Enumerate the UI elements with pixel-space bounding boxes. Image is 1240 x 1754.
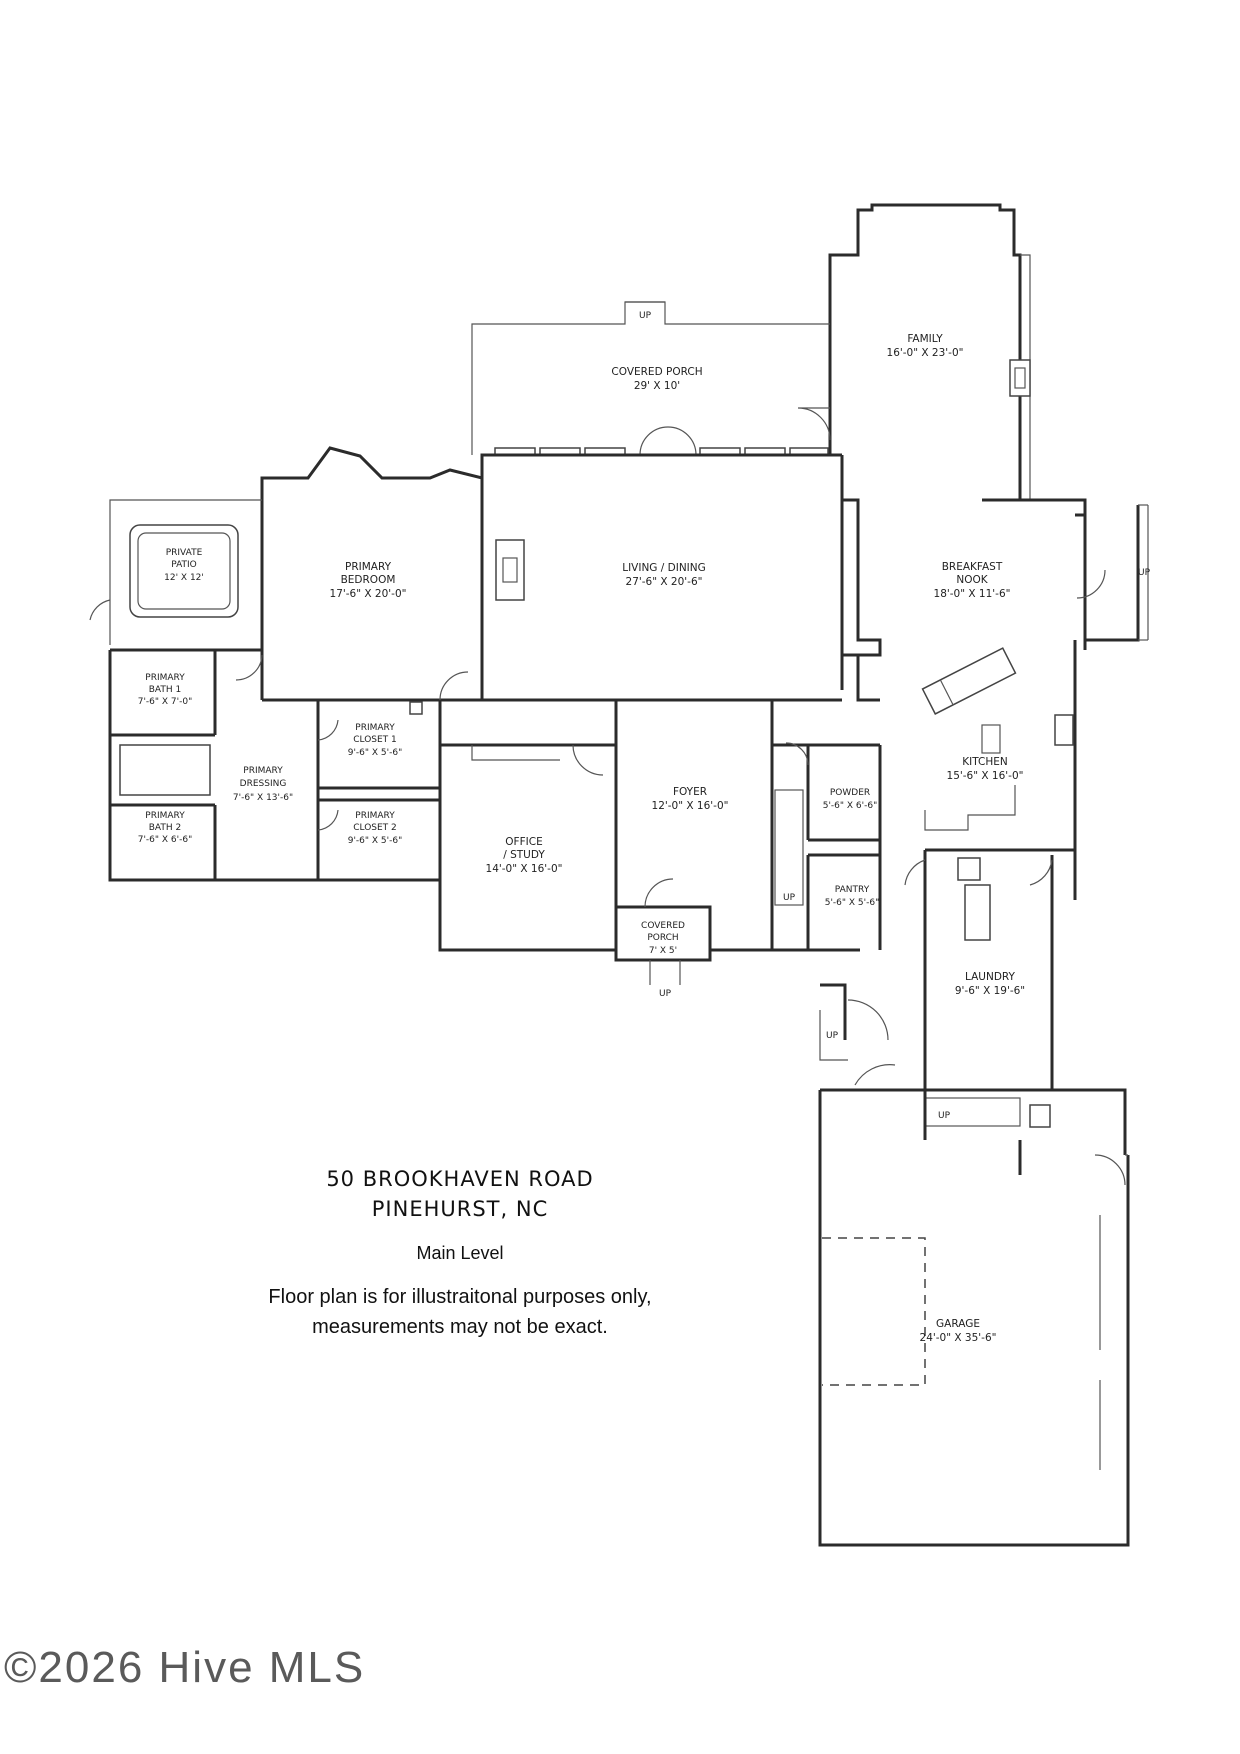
address-line-1: 50 BROOKHAVEN ROAD — [326, 1167, 594, 1191]
label-family: FAMILY 16'-0" X 23'-0" — [887, 333, 964, 359]
watermark: ©2026 Hive MLS — [4, 1643, 366, 1692]
disclaimer-line-2: measurements may not be exact. — [312, 1316, 608, 1338]
central-walls — [438, 700, 860, 985]
living-fireplace — [495, 539, 525, 601]
family-room-walls — [797, 203, 1031, 500]
stair-label-rear-porch: UP — [639, 311, 652, 321]
family-fireplace — [1009, 359, 1031, 397]
stair-label-breakfast: UP — [1138, 568, 1151, 578]
garage-walls — [818, 1088, 1130, 1547]
label-family-dims: 16'-0" X 23'-0" — [887, 347, 964, 359]
kitchen-island — [921, 647, 1017, 715]
primary-suite-walls — [108, 648, 842, 882]
kitchen-fixtures — [856, 647, 1075, 852]
primary-tub — [119, 744, 211, 796]
stair-label-garage: UP — [938, 1111, 951, 1121]
plan-caption: 50 BROOKHAVEN ROAD PINEHURST, NC Main Le… — [210, 1167, 710, 1342]
private-patio-outline — [89, 499, 262, 645]
stair-label-front-porch: UP — [659, 989, 672, 999]
laundry-walls — [904, 848, 1070, 1090]
main-walls — [260, 446, 1149, 900]
stair-labels: UP UP UP UP UP UP — [639, 311, 1151, 1121]
label-family-name: FAMILY — [907, 333, 943, 345]
rear-covered-porch-outline — [471, 301, 830, 456]
stair-run — [774, 789, 804, 906]
disclaimer-line-1: Floor plan is for illustraitonal purpose… — [268, 1286, 652, 1308]
level-label: Main Level — [416, 1243, 504, 1263]
powder-pantry-walls — [772, 742, 882, 950]
hot-tub — [129, 524, 239, 618]
side-entry — [819, 983, 896, 1086]
stair-label-foyer: UP — [783, 893, 796, 903]
stair-label-side-entry: UP — [826, 1031, 839, 1041]
address-line-2: PINEHURST, NC — [371, 1197, 549, 1221]
